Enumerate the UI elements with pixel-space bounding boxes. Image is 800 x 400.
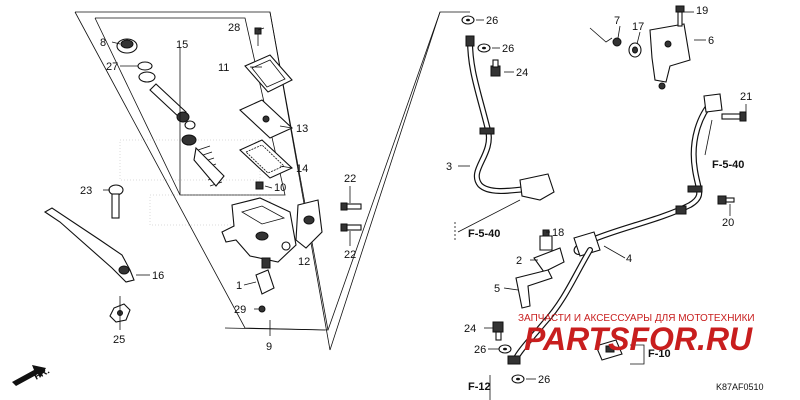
callout-7[interactable]: 7: [614, 15, 620, 27]
callout-15[interactable]: 15: [176, 39, 188, 51]
callout-18[interactable]: 18: [552, 227, 564, 239]
callout-25[interactable]: 25: [113, 334, 125, 346]
callout-22-lower[interactable]: 22: [344, 249, 356, 261]
washer-part-26-d[interactable]: [511, 374, 525, 384]
switch-part-1[interactable]: [255, 257, 275, 295]
callout-16[interactable]: 16: [152, 270, 164, 282]
callout-3[interactable]: 3: [446, 161, 452, 173]
watermark: ЗАПЧАСТИ И АКСЕССУАРЫ ДЛЯ МОТОТЕХНИКИ PA…: [518, 313, 755, 357]
bolt-part-22-upper[interactable]: [340, 202, 362, 211]
bolt-part-20[interactable]: [717, 195, 735, 205]
callout-1[interactable]: 1: [236, 280, 242, 292]
holder-part-12[interactable]: [295, 199, 323, 249]
bolt-part-21[interactable]: [721, 111, 747, 122]
callout-8[interactable]: 8: [100, 37, 106, 49]
callout-13[interactable]: 13: [296, 123, 308, 135]
screw-part-28[interactable]: [254, 27, 262, 46]
ref-f-5-40-left[interactable]: F-5-40: [468, 228, 500, 240]
ref-f-10[interactable]: F-10: [648, 348, 671, 360]
callout-11[interactable]: 11: [218, 62, 229, 74]
watermark-logo: PARTSFOR.RU: [524, 321, 753, 357]
diaphragm-part-14[interactable]: [239, 139, 293, 179]
watermark-subtitle: ЗАПЧАСТИ И АКСЕССУАРЫ ДЛЯ МОТОТЕХНИКИ: [518, 313, 755, 324]
bolt-part-19[interactable]: [675, 5, 685, 27]
cover-plate-part-11[interactable]: [244, 54, 293, 93]
pivot-part-7[interactable]: [612, 37, 622, 47]
washer-part-26-c[interactable]: [498, 344, 512, 354]
clip-part-18[interactable]: [539, 229, 553, 251]
pivot-bolt-part-23[interactable]: [108, 184, 124, 219]
banjo-bolt-part-24-upper[interactable]: [490, 59, 501, 77]
ref-f-5-40-right[interactable]: F-5-40: [712, 159, 744, 171]
callout-26-c[interactable]: 26: [474, 344, 486, 356]
nut-part-10[interactable]: [255, 181, 264, 190]
brake-lever-part-16[interactable]: [43, 207, 135, 283]
callout-24-lower[interactable]: 24: [464, 323, 476, 335]
ref-f-12[interactable]: F-12: [468, 381, 491, 393]
callout-6[interactable]: 6: [708, 35, 714, 47]
callout-26-b[interactable]: 26: [502, 43, 514, 55]
collar-part-17[interactable]: [628, 42, 642, 58]
joint-part-5[interactable]: [515, 269, 553, 309]
reference-leaders: [454, 27, 713, 400]
callout-numbers: 8 27 15 28 11 13 14 10 12 1 29 9 23 16 2…: [80, 5, 752, 386]
callout-10[interactable]: 10: [274, 182, 286, 194]
front-direction-arrow-icon: [12, 365, 46, 386]
section-divider: [327, 11, 470, 351]
cap-part-8[interactable]: [116, 38, 138, 54]
plate-part-13[interactable]: [239, 99, 293, 139]
banjo-bolt-part-24-lower[interactable]: [492, 321, 504, 341]
callout-29[interactable]: 29: [234, 304, 246, 316]
callout-20[interactable]: 20: [722, 217, 734, 229]
callout-12[interactable]: 12: [298, 256, 310, 268]
lower-brake-hose[interactable]: [507, 247, 593, 365]
reference-labels: F-5-40 F-5-40 F-10 F-12: [468, 159, 744, 393]
callout-21[interactable]: 21: [740, 91, 752, 103]
callout-2[interactable]: 2: [516, 255, 522, 267]
bolt-part-22-lower[interactable]: [340, 223, 362, 232]
callout-9[interactable]: 9: [266, 341, 272, 353]
screw-part-29[interactable]: [258, 305, 266, 313]
callout-22-upper[interactable]: 22: [344, 173, 356, 185]
callout-19[interactable]: 19: [696, 5, 708, 17]
spring[interactable]: [193, 145, 225, 187]
callout-26-d[interactable]: 26: [538, 374, 550, 386]
callout-14[interactable]: 14: [296, 163, 308, 175]
master-cylinder-body[interactable]: [221, 197, 297, 263]
callout-17[interactable]: 17: [632, 21, 644, 33]
callout-5[interactable]: 5: [494, 283, 500, 295]
brake-caliper-fitting[interactable]: [595, 339, 623, 361]
circlip-part-27[interactable]: [137, 61, 156, 83]
brake-hose-part-3[interactable]: [465, 35, 555, 201]
callout-27[interactable]: 27: [106, 61, 118, 73]
callout-26-a[interactable]: 26: [486, 15, 498, 27]
callout-4[interactable]: 4: [626, 253, 632, 265]
brake-hose-part-4[interactable]: [573, 93, 723, 257]
callout-24-upper[interactable]: 24: [516, 67, 528, 79]
diagram-code: K87AF0510: [716, 382, 764, 392]
washer-part-26-a[interactable]: [461, 15, 475, 25]
clamp-part-2[interactable]: [533, 247, 565, 273]
piston-part-15[interactable]: [149, 83, 197, 146]
bracket-part-6[interactable]: [649, 23, 691, 90]
callout-23[interactable]: 23: [80, 185, 92, 197]
callout-28[interactable]: 28: [228, 22, 240, 34]
callout-leaders: [103, 11, 747, 380]
washer-part-26-b[interactable]: [477, 43, 491, 53]
